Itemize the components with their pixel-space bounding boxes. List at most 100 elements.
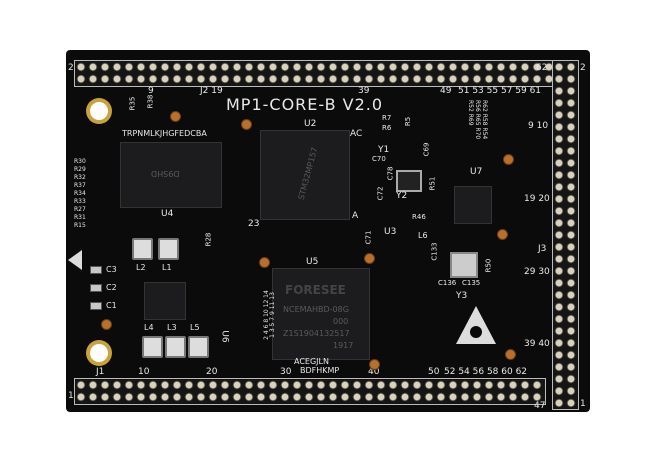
pin-label: 10	[138, 367, 150, 377]
r51-label: R51	[428, 176, 437, 191]
u5-marking: Z1S1904132517	[283, 329, 350, 338]
pin-label: 50	[428, 367, 440, 377]
crystal-y2	[396, 170, 422, 192]
l2-label: L2	[136, 263, 146, 272]
u2-corner-label: A	[352, 211, 359, 221]
u5-brand: FORESEE	[285, 283, 346, 297]
r28-label: R28	[204, 232, 213, 247]
via	[498, 230, 507, 239]
c2-label: C2	[106, 283, 117, 292]
pin-label: 62	[536, 63, 548, 73]
capacitor-c3	[90, 266, 102, 274]
header-j1-bottom	[74, 378, 546, 405]
u5-part: NCEMAHBD-08G	[283, 305, 349, 314]
u5-label: U5	[306, 257, 319, 267]
pin-label: 1	[68, 391, 74, 401]
pin-label: 1	[580, 399, 586, 409]
r35-label: R35	[128, 96, 137, 111]
r6-label: R6	[382, 124, 392, 132]
via	[504, 155, 513, 164]
crystal-y3	[450, 252, 478, 278]
pin-label: J3	[538, 244, 547, 254]
inductor-l3	[165, 336, 186, 358]
via	[242, 120, 251, 129]
pin-label: 39 40	[524, 339, 550, 349]
r7-label: R7	[382, 114, 392, 122]
u7-label: U7	[470, 167, 483, 177]
y2-label: Y2	[396, 191, 408, 201]
board-title: MP1-CORE-B V2.0	[226, 95, 384, 114]
c78-label: C78	[386, 166, 395, 181]
u4-label: U4	[161, 209, 174, 219]
u6-label: U6	[219, 330, 230, 343]
c70-label: C70	[372, 155, 386, 163]
pin-label: 2	[580, 63, 586, 73]
pcb-board: 2 9 J2 19 39 49 51 53 55 57 59 61 62 2 9…	[66, 50, 590, 412]
r50-label: R50	[484, 258, 493, 273]
warning-triangle-logo	[456, 306, 496, 344]
u2-marking: STM32MP157	[296, 146, 320, 201]
pin-label: 29 30	[524, 267, 550, 277]
u5-row-label: ACEGJLN	[294, 357, 329, 366]
c136-label: C136	[438, 279, 457, 287]
c72-label: C72	[376, 186, 385, 201]
u2-corner-label: 23	[248, 219, 260, 229]
r38-label: R38	[146, 94, 155, 109]
r46-label: R46	[412, 213, 426, 221]
pin-label: 20	[206, 367, 218, 377]
u7-chip	[454, 186, 492, 224]
l5-label: L5	[190, 323, 200, 332]
resistor-bank-label: R62 R58 R54 R56 R65 R70 R52 R69	[467, 100, 488, 140]
pin-label: 2	[68, 63, 74, 73]
l1-label: L1	[162, 263, 172, 272]
mounting-hole	[90, 102, 108, 120]
pin-label: 39	[358, 86, 370, 96]
via	[506, 350, 515, 359]
inductor-l1	[158, 238, 179, 260]
u4-chip: D9SHD	[120, 142, 222, 208]
u5-row-label: BDFHKMP	[300, 366, 340, 375]
c1-label: C1	[106, 301, 117, 310]
y3-label: Y3	[456, 291, 468, 301]
u2-cpu-chip: STM32MP157	[260, 130, 350, 220]
header-j2-top	[74, 60, 556, 87]
pin-label: 30	[280, 367, 292, 377]
pmic-chip	[144, 282, 186, 320]
c135-label: C135	[462, 279, 481, 287]
pin-label: 19 20	[524, 194, 550, 204]
left-resistor-labels: R30 R29 R32 R37 R34 R33 R27 R31 R15	[74, 158, 86, 229]
l3-label: L3	[167, 323, 177, 332]
y1-label: Y1	[378, 145, 390, 155]
u2-corner-label: AC	[350, 129, 363, 139]
c69-label: C69	[422, 142, 431, 157]
pin-label: J2 19	[200, 86, 223, 96]
inductor-l4	[142, 336, 163, 358]
header-j3-right	[552, 60, 579, 410]
pin-label: 49	[440, 86, 452, 96]
c71-label: C71	[364, 230, 373, 245]
via	[102, 320, 111, 329]
via	[171, 112, 180, 121]
u3-label: U3	[384, 227, 397, 237]
pin-label: 40	[368, 367, 380, 377]
pin-label: 52 54 56 58 60 62	[444, 367, 528, 377]
u5-emmc-chip: FORESEE NCEMAHBD-08G 000 Z1S1904132517 1…	[272, 268, 370, 360]
pin-label: J1	[96, 367, 105, 377]
l6-label: L6	[418, 231, 428, 240]
l4-label: L4	[144, 323, 154, 332]
inductor-l2	[132, 238, 153, 260]
u4-row-label: TRPNMLKJHGFEDCBA	[122, 129, 207, 138]
via	[365, 254, 374, 263]
mounting-hole	[90, 344, 108, 362]
u5-marking: 000	[333, 317, 349, 326]
capacitor-c1	[90, 302, 102, 310]
u2-label: U2	[304, 119, 317, 129]
inductor-l5	[188, 336, 209, 358]
arrow-marker	[68, 250, 82, 270]
c3-label: C3	[106, 265, 117, 274]
capacitor-c2	[90, 284, 102, 292]
via	[370, 360, 379, 369]
via	[260, 258, 269, 267]
pin-label: 47	[534, 401, 546, 411]
u5-col-label: 1 3 5 7 9 11 13	[268, 292, 276, 338]
